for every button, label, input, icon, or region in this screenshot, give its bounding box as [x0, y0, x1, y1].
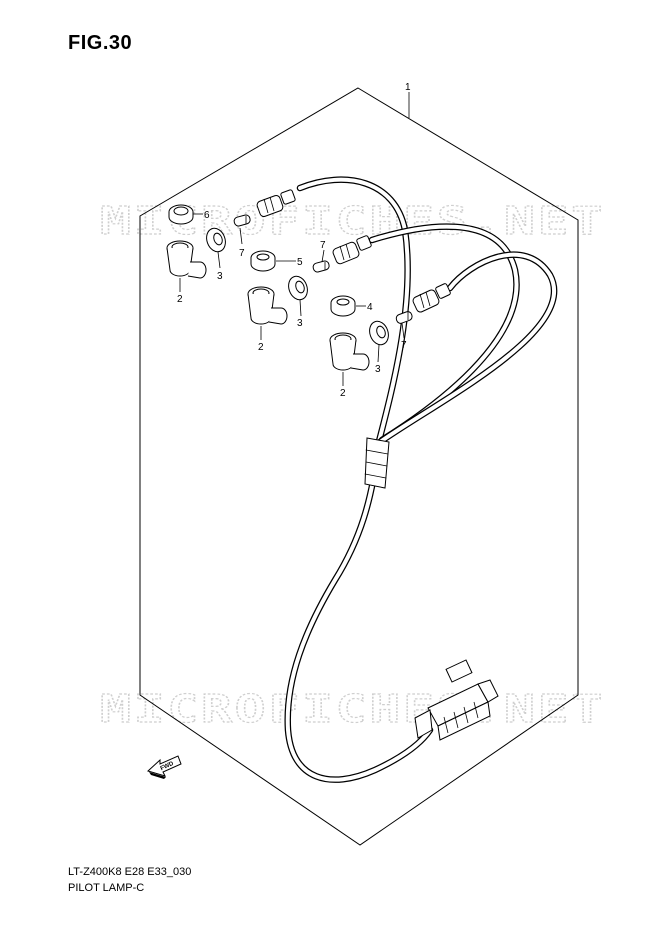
leader-line-7a [239, 227, 243, 245]
grommet-3a [206, 227, 226, 253]
callout-2c: 2 [340, 388, 346, 399]
lamp-socket-2c [329, 332, 370, 371]
socket-connector-right [412, 283, 451, 313]
callout-3c: 3 [375, 364, 381, 375]
fwd-arrow-icon: FWD [147, 755, 182, 779]
bulb-7c [395, 311, 413, 324]
bulb-7b [312, 260, 330, 273]
leader-line-7b [321, 249, 325, 263]
callout-3b: 3 [297, 318, 303, 329]
callout-2b: 2 [258, 342, 264, 353]
assembly-boundary [139, 87, 579, 846]
socket-connector-top [256, 189, 296, 217]
lamp-cap-6 [168, 204, 194, 225]
socket-connector-middle [332, 235, 372, 265]
grommet-3b [288, 275, 308, 301]
model-code: LT-Z400K8 E28 E33_030 [68, 866, 192, 878]
callout-1: 1 [405, 82, 411, 93]
leader-line-3b [299, 299, 302, 317]
wire-harness [284, 176, 558, 783]
grommet-3c [369, 320, 389, 346]
lamp-socket-2a [166, 240, 207, 279]
bulb-7a [233, 214, 251, 227]
callout-7b: 7 [320, 240, 326, 251]
lamp-socket-2b [247, 286, 288, 325]
lamp-cap-4 [330, 295, 356, 317]
diagram-name: PILOT LAMP-C [68, 882, 145, 894]
callout-2a: 2 [177, 294, 183, 305]
callout-3a: 3 [217, 271, 223, 282]
callout-7c: 7 [401, 340, 407, 351]
callout-5: 5 [297, 257, 303, 268]
lamp-cap-5 [250, 250, 276, 272]
callout-4: 4 [367, 302, 373, 313]
leader-line-7c [401, 322, 405, 339]
fwd-arrow-label: FWD [160, 761, 176, 772]
leader-line-3a [217, 251, 221, 269]
callout-7a: 7 [239, 248, 245, 259]
figure-title: FIG.30 [68, 32, 133, 54]
callout-6: 6 [204, 210, 210, 221]
watermark-bottom: MICROFICHES.NET [100, 687, 605, 731]
leader-line-3c [377, 344, 380, 363]
harness-main-connector [414, 659, 499, 741]
